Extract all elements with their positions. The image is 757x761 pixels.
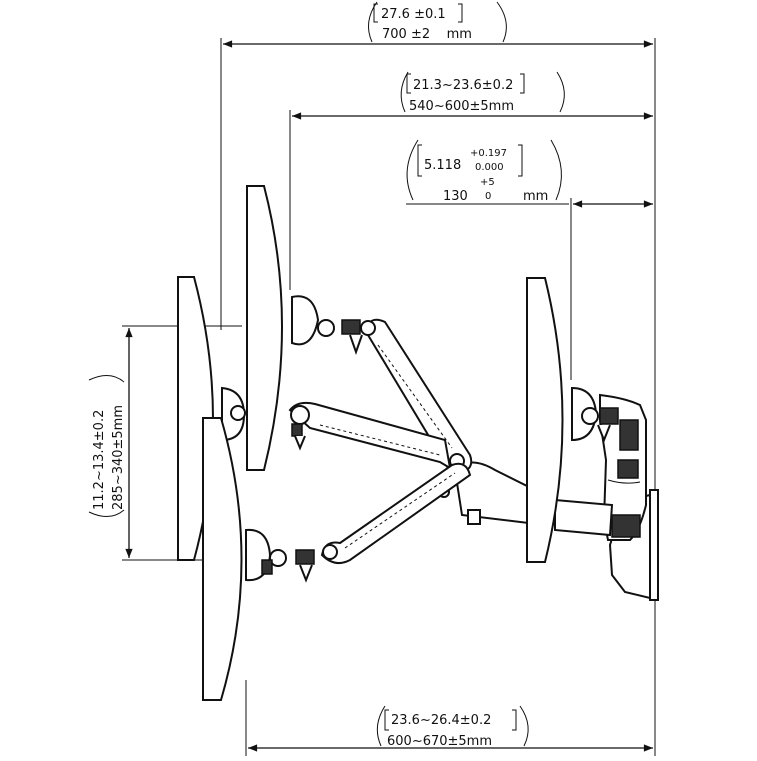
monitor-upper-panel [246,185,283,471]
post-clamp [467,509,481,525]
monitor-right [526,277,619,563]
monitor-left-tilt-knob [230,405,246,421]
wall-mount-base [554,393,659,601]
lower-arm-gas-spring [344,472,456,549]
monitor-right-lever [597,424,611,443]
monitor-lower [202,417,315,701]
lower-arm-segment-upper [288,401,452,470]
elbow-joint-circle [290,405,310,425]
monitor-upper-lever [349,334,363,356]
monitor-right-panel [526,277,564,563]
offset-mm-base: 130 [443,189,468,204]
offset-mm-unit: mm [523,189,548,204]
bracket-left [406,73,411,94]
dimension-reach: 21.3~23.6±0.2 540~600±5mm [289,71,653,290]
monitor-lower-lever [299,564,313,583]
dimension-inch-label: 23.6~26.4±0.2 [391,713,491,728]
column-arm-link [554,498,614,537]
column-detail [607,479,641,484]
monitor-lower-bracket [261,559,273,575]
dimension-inch-label: 11.2~13.4±0.2 [92,410,107,510]
paren-left [400,71,409,113]
bracket-right [512,709,517,731]
paren-right [519,705,529,747]
monitor-upper-vesa [291,295,320,346]
paren-right [556,71,565,113]
bracket-right [520,73,525,94]
dimension-bottom-width: 23.6~26.4±0.2 600~670±5mm [245,600,656,756]
arm-lower-position [320,462,472,565]
arm-joint-bottom [322,544,338,560]
dimension-mm-label: 600~670±5mm [387,734,492,749]
monitor-right-tilt-knob [581,407,599,425]
dimension-mm-label: 540~600±5mm [409,99,514,114]
bracket-right [518,144,523,177]
dimension-wall-offset: 5.118 +0.197 0.000 +5 130 0 mm [406,139,653,380]
elbow-joint-block [291,423,303,437]
dimension-inch-label: 27.6 ±0.1 [381,7,446,22]
paren-left [367,1,378,43]
paren-right [550,139,562,201]
bracket-left [417,144,422,177]
arm-upper-position [288,318,473,474]
column-knob-mid [617,459,639,479]
dimension-mm-label: 285~340±5mm [111,405,126,510]
dimension-overall-width: 27.6 ±0.1 700 ±2 mm [220,1,656,600]
elbow-joint-lever [294,435,306,451]
monitor-upper-clamp [341,319,361,335]
offset-inch-tol-lower: 0.000 [475,162,504,173]
monitor-upper [246,185,363,471]
paren-right [496,1,507,43]
paren-left [376,705,386,747]
monitor-upper-tilt-knob [317,319,335,337]
column-knob-bottom [611,514,641,538]
arm-joint-top [360,320,376,336]
wall-plate [649,489,659,601]
offset-mm-tol-lower: 0 [485,191,491,202]
bracket-left [384,709,389,731]
monitor-lower-tilt-knob [269,549,287,567]
offset-mm-tol-upper: +5 [480,177,495,188]
monitor-right-clamp [599,407,619,425]
bracket-right [458,3,463,23]
dimension-mm-label: 700 ±2 mm [382,27,472,42]
monitor-lower-panel [202,417,243,701]
column-knob-top [619,419,639,451]
monitor-lower-clamp [295,549,315,565]
arm-gas-spring-line-2 [319,424,441,456]
paren-left [406,139,419,201]
dimension-inch-label: 21.3~23.6±0.2 [413,78,513,93]
paren-top [88,375,125,383]
paren-bottom [88,509,125,517]
offset-inch-base: 5.118 [424,158,461,173]
dimension-height-adjust: 11.2~13.4±0.2 285~340±5mm [88,325,242,561]
offset-inch-tol-upper: +0.197 [470,148,507,159]
elbow-joint-middle [290,405,310,451]
